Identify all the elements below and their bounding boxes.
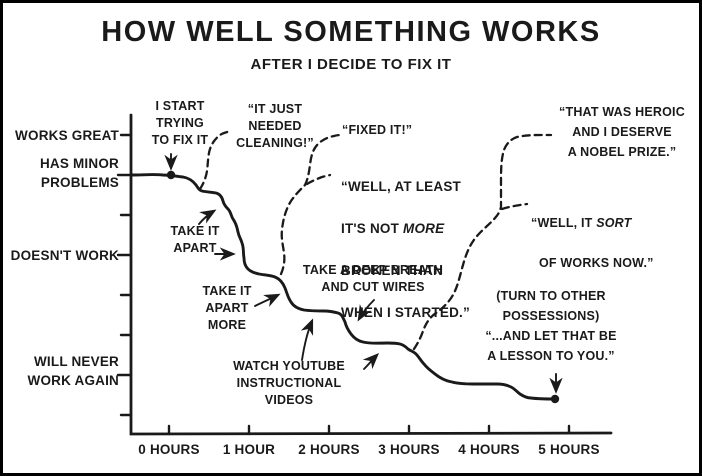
arrow-take-apart-more (254, 293, 281, 307)
y-axis-ticks (116, 133, 133, 417)
annotation-lesson-to-you: (TURN TO OTHER POSSESSIONS) “...AND LET … (485, 289, 617, 363)
annotation-line: BROKEN THAN (341, 263, 443, 278)
annotation-line: “WELL, AT LEAST (341, 179, 461, 194)
annotation-fixed-it: “FIXED IT!” (342, 123, 413, 137)
page-title: HOW WELL SOMETHING WORKS (101, 16, 601, 48)
annotation-well-at-least: “WELL, AT LEAST IT'S NOT MORE BROKEN THA… (341, 155, 470, 344)
y-label-works-great: WORKS GREAT (15, 128, 119, 143)
annotation-just-needed-cleaning: “IT JUST NEEDED CLEANING!” (236, 102, 314, 150)
x-axis-ticks (167, 424, 571, 436)
x-label-5-hours: 5 HOURS (538, 442, 600, 457)
annotation-well-it-sort-of-works: “WELL, IT SORT OF WORKS NOW.” (531, 193, 654, 293)
annotation-watch-youtube: WATCH YOUTUBE INSTRUCTIONAL VIDEOS (233, 359, 345, 407)
y-label-has-minor-problems: HAS MINOR PROBLEMS (39, 156, 119, 190)
arrow-youtube-left (300, 318, 314, 361)
dashed-branch-cleaning (198, 129, 233, 191)
annotation-deep-breath-cut-wires: TAKE A DEEP BREATH AND CUT WIRES (302, 263, 444, 294)
arrow-deep-breath (357, 299, 375, 322)
dashed-fork-well-at-least (305, 173, 332, 186)
annotation-line: IT'S NOT MORE (341, 221, 445, 236)
arrow-take-apart-upper (198, 209, 217, 225)
arrow-youtube-right (362, 352, 380, 370)
y-label-will-never-work-again: WILL NEVER WORK AGAIN (27, 354, 119, 388)
page-subtitle: AFTER I DECIDE TO FIX IT (250, 56, 452, 73)
annotation-line: WHEN I STARTED.” (341, 305, 470, 320)
annotation-line: “WELL, IT SORT (531, 216, 632, 230)
annotation-take-it-apart: TAKE IT APART (170, 224, 220, 255)
y-axis (129, 113, 613, 436)
annotation-take-it-apart-more: TAKE IT APART MORE (202, 284, 252, 332)
dashed-fork-well-sort (500, 202, 529, 211)
start-point-dot (166, 170, 176, 180)
x-label-1-hour: 1 HOUR (222, 442, 276, 457)
end-point-dot (550, 394, 560, 404)
dashed-branch-heroic (412, 133, 553, 351)
solid-condition-curve (129, 173, 557, 401)
x-label-2-hours: 2 HOURS (298, 442, 360, 457)
annotation-heroic-nobel-prize: “THAT WAS HEROIC AND I DESERVE A NOBEL P… (559, 105, 685, 159)
x-label-0-hours: 0 HOURS (138, 442, 200, 457)
dashed-branch-fixed-it (279, 133, 345, 276)
annotation-i-start-trying: I START TRYING TO FIX IT (151, 99, 209, 147)
x-label-3-hours: 3 HOURS (378, 442, 440, 457)
x-label-4-hours: 4 HOURS (458, 442, 520, 457)
chart-canvas (116, 113, 613, 436)
y-label-doesnt-work: DOESN'T WORK (10, 248, 119, 263)
annotation-line: OF WORKS NOW.” (539, 256, 654, 270)
